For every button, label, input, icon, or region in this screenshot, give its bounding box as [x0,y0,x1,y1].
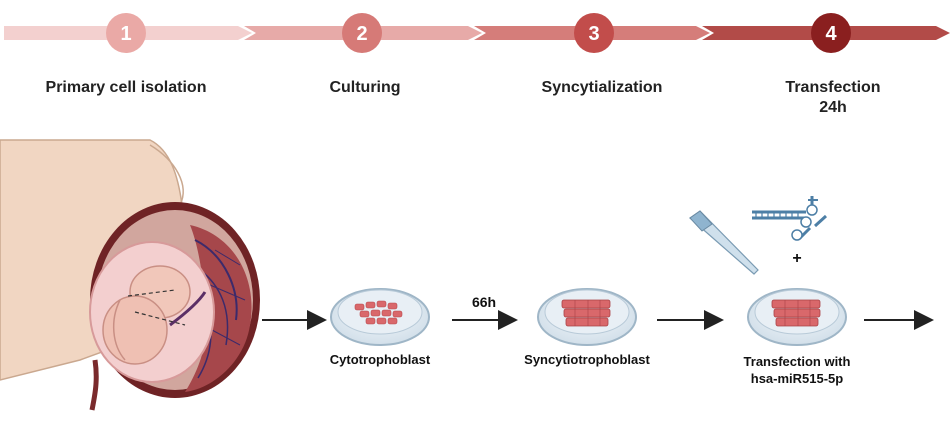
step-title-1: Primary cell isolation [45,79,207,96]
step-circle-4: 4 [811,13,851,53]
step-number-2: 2 [356,23,367,45]
step-number-4: 4 [825,23,837,45]
step-title-2: Culturing [329,79,401,96]
step-number-3: 3 [588,23,599,45]
petri-dish-transfection [747,288,847,346]
step-circle-1: 1 [106,13,146,53]
step-title-4-line1: Transfection [785,79,881,96]
dish-label-transfection: Transfection with hsa-miR515-5p [727,353,867,387]
dish-label-transfection-line1: Transfection with [743,354,851,369]
placenta-illustration [0,139,260,411]
step-circle-2: 2 [342,13,382,53]
step-number-1: 1 [120,23,131,45]
arrow-label-66h: 66h [472,294,496,310]
dish-label-cytotrophoblast: Cytotrophoblast [329,352,431,367]
petri-dish-syncytiotrophoblast [537,288,637,346]
step-title-3: Syncytialization [541,79,663,96]
petri-dish-cytotrophoblast [330,288,430,346]
dish-label-syncytiotrophoblast: Syncytiotrophoblast [524,352,650,367]
step-circle-3: 3 [574,13,614,53]
pipette-icon [689,210,759,275]
step-title-4: Transfection 24h [773,78,893,118]
step-title-4-line2: 24h [819,99,847,116]
mirna-icon [752,196,828,241]
dish-label-transfection-line2: hsa-miR515-5p [750,371,844,386]
plus-sign: + [792,250,801,267]
